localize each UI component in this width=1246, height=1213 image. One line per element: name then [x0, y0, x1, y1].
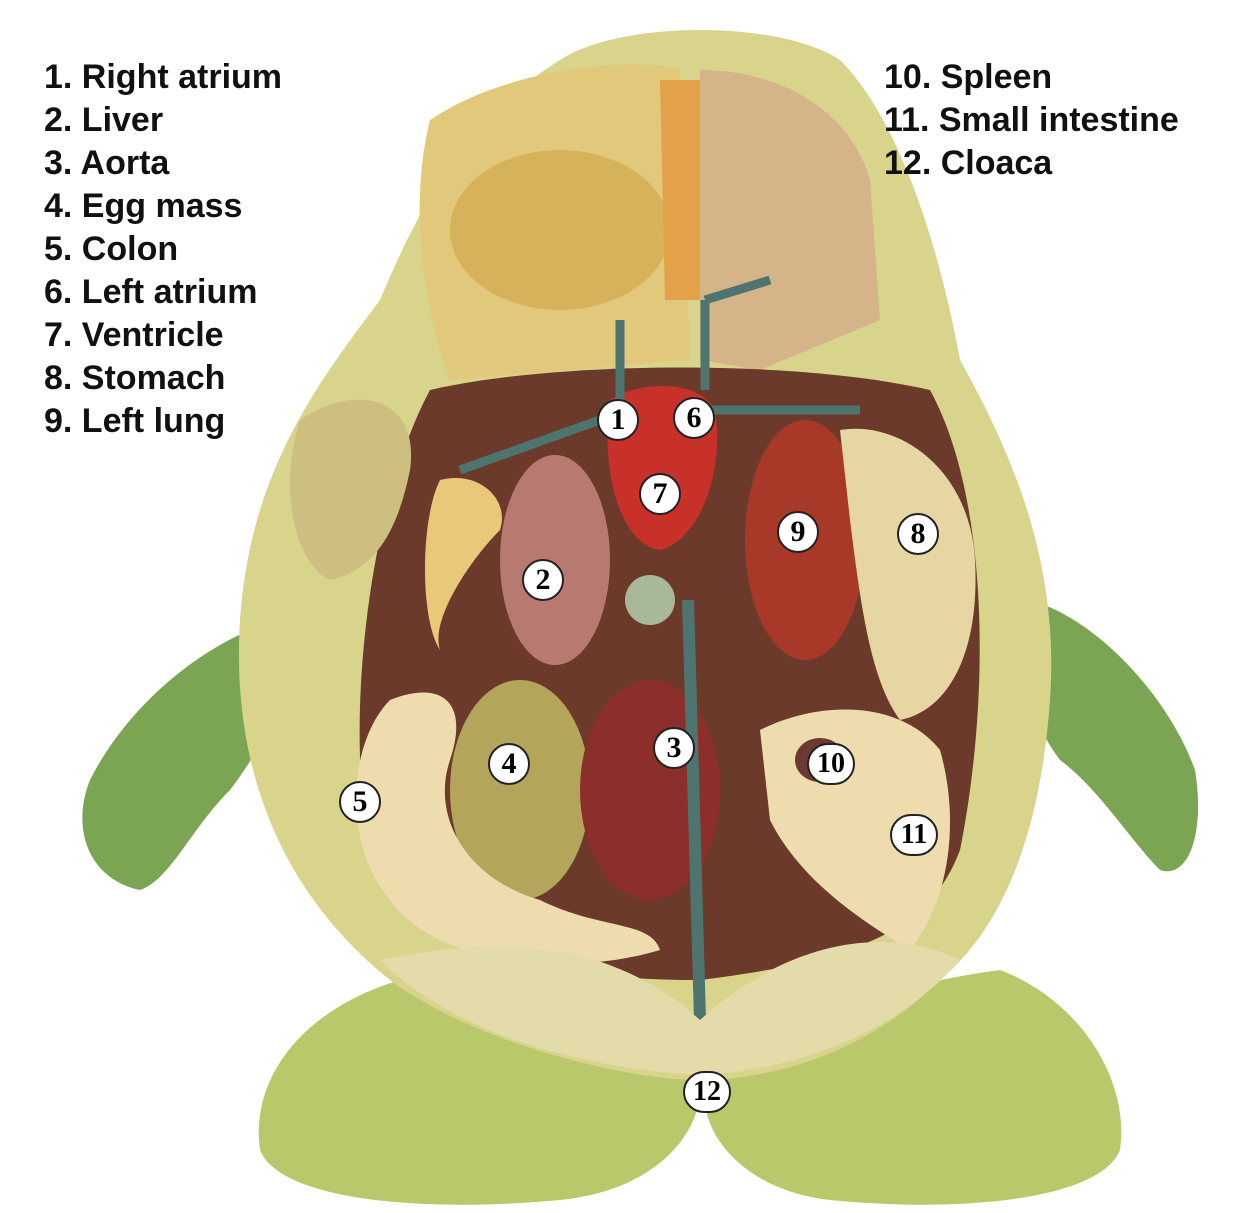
colon [356, 692, 660, 964]
legend-item-aorta: 3. Aorta [44, 144, 170, 182]
fat-bodies [425, 478, 502, 650]
legend-item-small-intestine: 11. Small intestine [884, 101, 1179, 139]
legend-item-colon: 5. Colon [44, 230, 179, 268]
stomach [840, 428, 976, 720]
marker-right-atrium: 1 [597, 399, 639, 441]
legend-item-left-lung: 9. Left lung [44, 402, 226, 440]
marker-liver: 2 [522, 559, 564, 601]
legend-item-cloaca: 12. Cloaca [884, 144, 1053, 182]
left-flap [290, 399, 412, 580]
liver [500, 455, 610, 665]
marker-small-intestine: 11 [890, 814, 938, 856]
marker-aorta: 3 [653, 727, 695, 769]
marker-cloaca: 12 [683, 1071, 731, 1113]
legend-left: 1. Right atrium 2. Liver 3. Aorta 4. Egg… [44, 56, 282, 443]
marker-stomach: 8 [897, 513, 939, 555]
orange-bar [660, 80, 700, 300]
muscle [700, 70, 880, 370]
legend-item-ventricle: 7. Ventricle [44, 316, 224, 354]
marker-spleen: 10 [807, 743, 855, 785]
legend-item-left-atrium: 6. Left atrium [44, 273, 258, 311]
marker-left-lung: 9 [777, 511, 819, 553]
mouth-cavity [450, 150, 670, 310]
legend-item-spleen: 10. Spleen [884, 58, 1053, 96]
marker-egg-mass: 4 [488, 743, 530, 785]
legend-item-right-atrium: 1. Right atrium [44, 58, 283, 96]
bladder [625, 575, 675, 625]
left-arm [82, 630, 282, 890]
aorta [682, 599, 706, 1021]
legend-right: 10. Spleen 11. Small intestine 12. Cloac… [884, 56, 1179, 185]
marker-colon: 5 [339, 781, 381, 823]
vessels [458, 275, 860, 475]
egg-mass [450, 680, 590, 900]
legend-item-liver: 2. Liver [44, 101, 164, 139]
marker-ventricle: 7 [639, 473, 681, 515]
legend-item-egg-mass: 4. Egg mass [44, 187, 243, 225]
body-lower-flap [380, 942, 960, 1075]
right-arm [1021, 600, 1199, 872]
marker-left-atrium: 6 [673, 397, 715, 439]
legend-item-stomach: 8. Stomach [44, 359, 226, 397]
